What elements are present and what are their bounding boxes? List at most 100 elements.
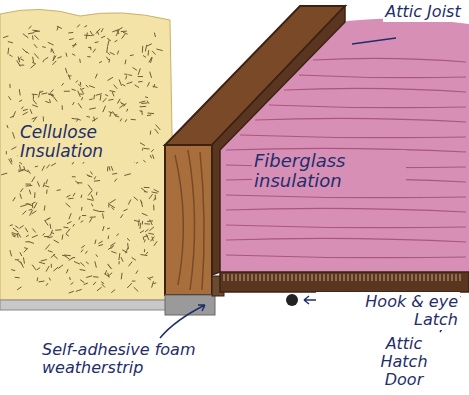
door-tick bbox=[316, 274, 317, 281]
speckle bbox=[89, 86, 95, 88]
cellulose-fill bbox=[0, 9, 175, 300]
door-tick bbox=[272, 274, 273, 281]
speckle bbox=[30, 109, 32, 114]
speckle bbox=[108, 203, 109, 208]
speckle bbox=[19, 100, 22, 102]
wood-grain bbox=[175, 150, 204, 290]
speckle bbox=[10, 225, 13, 226]
speckle bbox=[138, 219, 140, 226]
speckle bbox=[105, 274, 110, 277]
speckle bbox=[73, 224, 75, 227]
speckle bbox=[135, 85, 139, 88]
speckle bbox=[87, 56, 90, 57]
speckle bbox=[72, 54, 75, 56]
speckle bbox=[32, 235, 38, 238]
speckle bbox=[144, 187, 150, 188]
speckle bbox=[93, 49, 96, 53]
speckle bbox=[86, 85, 88, 88]
speckle bbox=[52, 49, 54, 54]
speckle bbox=[69, 258, 73, 260]
door-tick bbox=[460, 274, 461, 281]
speckle bbox=[110, 91, 116, 92]
speckle bbox=[110, 52, 115, 54]
speckle bbox=[89, 218, 92, 223]
fiber-streak bbox=[240, 135, 466, 138]
speckle bbox=[51, 163, 56, 166]
speckle bbox=[69, 277, 71, 280]
speckle bbox=[109, 166, 110, 171]
speckle bbox=[95, 41, 99, 43]
door-tick bbox=[236, 274, 237, 281]
speckle bbox=[65, 256, 69, 259]
speckle bbox=[107, 52, 109, 55]
speckle bbox=[50, 90, 53, 93]
speckle bbox=[32, 105, 38, 107]
speckle bbox=[12, 234, 17, 236]
speckle bbox=[150, 131, 152, 135]
speckle bbox=[18, 260, 23, 264]
speckle bbox=[117, 27, 123, 31]
speckle bbox=[68, 32, 73, 34]
speckle bbox=[81, 221, 84, 223]
speckle bbox=[72, 89, 76, 90]
speckle bbox=[62, 83, 64, 86]
speckle bbox=[108, 265, 112, 269]
door-tick bbox=[384, 274, 385, 281]
speckle bbox=[90, 31, 92, 35]
door-tick bbox=[248, 274, 249, 281]
door-tick bbox=[256, 274, 257, 281]
speckle bbox=[99, 241, 103, 243]
speckle bbox=[88, 47, 91, 49]
speckle bbox=[44, 205, 46, 210]
speckle bbox=[8, 42, 13, 43]
speckle bbox=[113, 111, 117, 117]
speckle bbox=[26, 235, 29, 237]
door-tick bbox=[268, 274, 269, 281]
speckle bbox=[147, 44, 152, 46]
speckle bbox=[156, 49, 162, 51]
speckle bbox=[43, 116, 44, 121]
speckle bbox=[87, 199, 94, 201]
speckle bbox=[62, 235, 64, 240]
door-tick bbox=[228, 274, 229, 281]
speckle bbox=[79, 94, 83, 95]
speckle bbox=[111, 290, 115, 293]
speckle bbox=[51, 232, 54, 233]
speckle bbox=[19, 89, 21, 95]
speckle bbox=[11, 147, 16, 150]
speckle bbox=[44, 185, 49, 187]
speckle bbox=[151, 149, 154, 152]
door-tick bbox=[292, 274, 293, 281]
fiber-streak bbox=[255, 118, 466, 122]
speckle bbox=[42, 166, 45, 171]
door-ticks bbox=[224, 274, 460, 281]
door-tick bbox=[340, 274, 341, 281]
speckle bbox=[110, 112, 111, 117]
speckle bbox=[74, 262, 80, 265]
speckle bbox=[31, 64, 36, 69]
speckle bbox=[142, 221, 143, 225]
speckle bbox=[34, 203, 37, 209]
door-tick bbox=[368, 274, 369, 281]
speckle bbox=[108, 99, 113, 100]
speckle bbox=[122, 34, 125, 39]
speckle bbox=[46, 266, 49, 272]
speckle bbox=[48, 251, 53, 253]
speckle bbox=[138, 76, 143, 77]
speckle bbox=[134, 197, 138, 201]
speckle bbox=[45, 101, 49, 103]
speckle bbox=[26, 184, 32, 185]
speckle bbox=[63, 227, 68, 229]
speckle bbox=[22, 49, 27, 53]
speckle bbox=[13, 197, 16, 201]
speckle bbox=[69, 213, 71, 219]
speckle bbox=[9, 159, 12, 165]
speckle bbox=[45, 244, 50, 249]
speckle bbox=[145, 229, 148, 232]
speckle bbox=[108, 77, 113, 80]
speckle bbox=[10, 116, 13, 118]
speckle bbox=[123, 32, 128, 34]
door-tick bbox=[348, 274, 349, 281]
speckle bbox=[77, 24, 80, 27]
speckle bbox=[37, 268, 40, 270]
